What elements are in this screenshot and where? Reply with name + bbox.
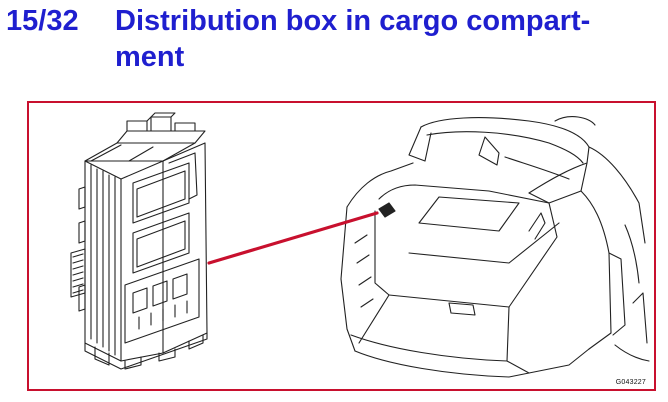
section-heading: 15/32 Distribution box in cargo compart-… xyxy=(6,3,646,83)
figure-illustration xyxy=(70,112,650,378)
section-title-text: Distribution box in cargo compart- ment xyxy=(115,5,591,73)
distribution-box-drawing xyxy=(70,112,208,370)
box-location-marker xyxy=(378,202,396,218)
cargo-compartment-drawing xyxy=(340,116,650,378)
figure-frame: G043227 xyxy=(27,101,656,391)
figure-code: G043227 xyxy=(615,379,646,386)
leader-line xyxy=(207,211,379,265)
section-title: Distribution box in cargo compart- ment xyxy=(115,3,635,75)
section-number: 15/32 xyxy=(6,5,79,37)
